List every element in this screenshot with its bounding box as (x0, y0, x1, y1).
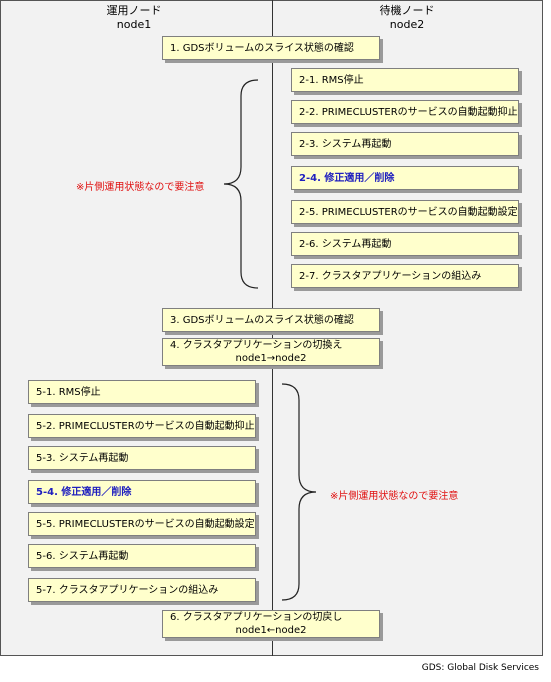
step-4-switch-direction: node1→node2 (235, 353, 307, 364)
step-2-1-box: 2-1. RMS停止 (291, 68, 519, 92)
standby-node-title: 待機ノード (379, 4, 435, 17)
step-6-box: 6. クラスタアプリケーションの切戻し node1←node2 (162, 610, 380, 638)
lower-brace (281, 383, 317, 601)
lower-caution-note: ※片側運用状態なので要注意 (330, 491, 459, 502)
step-5-7-box: 5-7. クラスタアプリケーションの組込み (28, 578, 256, 602)
step-5-3-label: 5-3. システム再起動 (36, 452, 129, 464)
step-2-5-box: 2-5. PRIMECLUSTERのサービスの自動起動設定 (291, 200, 519, 224)
step-5-4-box: 5-4. 修正適用／削除 (28, 480, 256, 504)
step-6-switch-direction: node1←node2 (235, 625, 307, 636)
step-5-7-label: 5-7. クラスタアプリケーションの組込み (36, 584, 219, 596)
step-5-3-box: 5-3. システム再起動 (28, 446, 256, 470)
step-2-7-box: 2-7. クラスタアプリケーションの組込み (291, 264, 519, 288)
step-1-label: 1. GDSボリュームのスライス状態の確認 (170, 42, 354, 54)
active-node-title: 運用ノード (106, 4, 162, 17)
step-2-2-box: 2-2. PRIMECLUSTERのサービスの自動起動抑止 (291, 100, 519, 124)
step-3-label: 3. GDSボリュームのスライス状態の確認 (170, 314, 354, 326)
step-5-1-label: 5-1. RMS停止 (36, 386, 101, 398)
step-2-5-label: 2-5. PRIMECLUSTERのサービスの自動起動設定 (299, 206, 518, 218)
step-4-label: 4. クラスタアプリケーションの切換え (170, 340, 343, 351)
step-5-5-box: 5-5. PRIMECLUSTERのサービスの自動起動設定 (28, 512, 256, 536)
step-5-5-label: 5-5. PRIMECLUSTERのサービスの自動起動設定 (36, 518, 255, 530)
step-5-6-box: 5-6. システム再起動 (28, 544, 256, 568)
step-5-1-box: 5-1. RMS停止 (28, 380, 256, 404)
step-5-4-label: 5-4. 修正適用／削除 (36, 486, 132, 498)
step-2-6-box: 2-6. システム再起動 (291, 232, 519, 256)
step-1-box: 1. GDSボリュームのスライス状態の確認 (162, 36, 380, 60)
upper-caution-note: ※片側運用状態なので要注意 (76, 182, 205, 193)
step-3-box: 3. GDSボリュームのスライス状態の確認 (162, 308, 380, 332)
step-5-2-box: 5-2. PRIMECLUSTERのサービスの自動起動抑止 (28, 414, 256, 438)
step-5-2-label: 5-2. PRIMECLUSTERのサービスの自動起動抑止 (36, 420, 255, 432)
standby-node-header: 待機ノード node2 (307, 4, 507, 32)
step-2-2-label: 2-2. PRIMECLUSTERのサービスの自動起動抑止 (299, 106, 518, 118)
standby-node-name: node2 (389, 18, 425, 31)
step-2-4-box: 2-4. 修正適用／削除 (291, 166, 519, 190)
active-node-header: 運用ノード node1 (34, 4, 234, 32)
step-2-3-box: 2-3. システム再起動 (291, 132, 519, 156)
step-2-6-label: 2-6. システム再起動 (299, 238, 392, 250)
active-node-name: node1 (116, 18, 152, 31)
step-2-1-label: 2-1. RMS停止 (299, 74, 364, 86)
gds-footnote: GDS: Global Disk Services (421, 663, 539, 673)
upper-brace (223, 79, 259, 289)
step-4-box: 4. クラスタアプリケーションの切換え node1→node2 (162, 338, 380, 366)
step-2-3-label: 2-3. システム再起動 (299, 138, 392, 150)
step-5-6-label: 5-6. システム再起動 (36, 550, 129, 562)
step-2-7-label: 2-7. クラスタアプリケーションの組込み (299, 270, 482, 282)
step-6-label: 6. クラスタアプリケーションの切戻し (170, 612, 343, 623)
step-2-4-label: 2-4. 修正適用／削除 (299, 172, 395, 184)
